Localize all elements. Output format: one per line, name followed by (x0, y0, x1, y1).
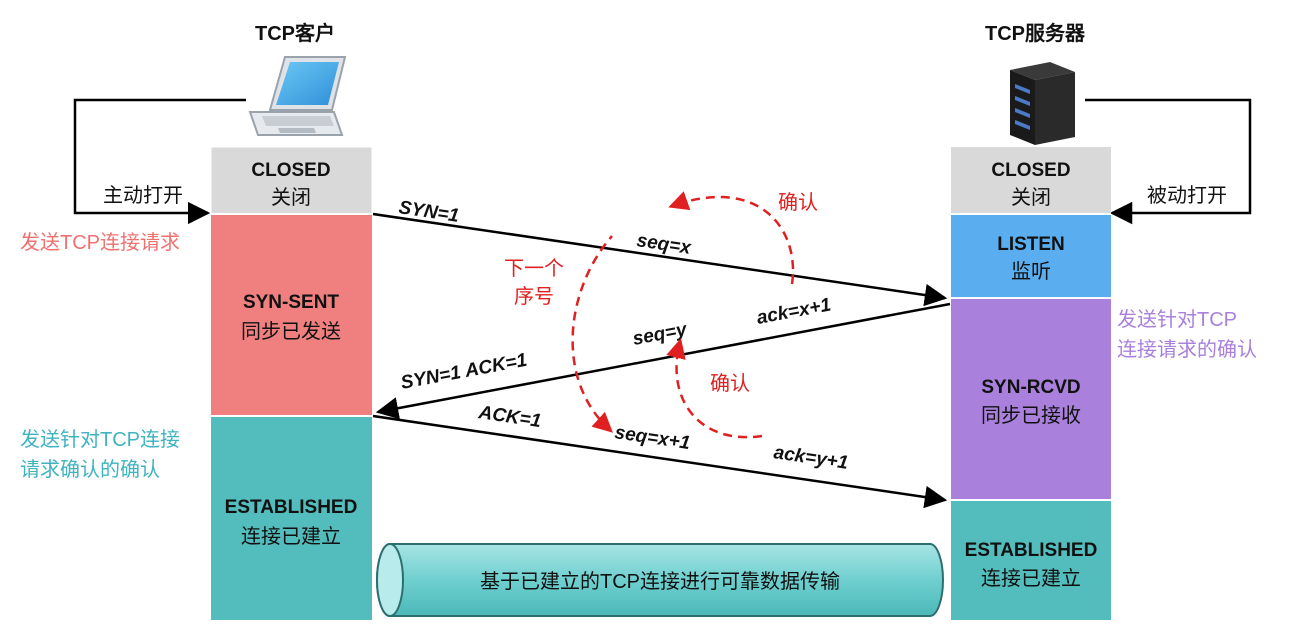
client-established-name: ESTABLISHED (225, 497, 358, 518)
confirm-label-top: 确认 (778, 191, 818, 214)
passive-open-label: 被动打开 (1147, 184, 1227, 207)
client-title: TCP客户 (255, 21, 335, 45)
client-state-syn-sent (211, 214, 372, 416)
syn-arrow (372, 212, 948, 307)
client-established-label: 连接已建立 (241, 525, 341, 548)
client-state-established (211, 416, 372, 620)
server-established-label: 连接已建立 (981, 567, 1081, 590)
server-state-established (951, 500, 1111, 620)
next-seq-label-line2: 序号 (514, 285, 554, 308)
client-synsent-name: SYN-SENT (243, 292, 339, 313)
server-icon (1010, 62, 1075, 145)
msg2-seq: seq=y (631, 319, 690, 350)
server-state-column (951, 147, 1111, 620)
client-closed-label: 关闭 (271, 186, 311, 209)
active-open-arrow (73, 98, 246, 225)
client-note-send-ack-line1: 发送针对TCP连接 (20, 428, 180, 451)
server-synrcvd-label: 同步已接收 (981, 404, 1081, 427)
msg2-ack: ack=x+1 (755, 294, 833, 328)
server-state-closed (951, 147, 1111, 214)
server-closed-label: 关闭 (1011, 186, 1051, 209)
server-state-syn-rcvd (951, 298, 1111, 500)
syn-ack-arrow (375, 302, 951, 420)
server-note-line2: 连接请求的确认 (1117, 338, 1257, 361)
next-seq-arrow (571, 235, 613, 433)
confirm-arrow-mid (666, 338, 763, 439)
server-closed-name: CLOSED (991, 160, 1070, 181)
server-state-listen (951, 214, 1111, 298)
confirm-label-mid: 确认 (710, 372, 750, 395)
server-established-name: ESTABLISHED (965, 540, 1098, 561)
client-state-closed (210, 146, 373, 215)
server-title: TCP服务器 (985, 21, 1086, 45)
server-listen-name: LISTEN (997, 234, 1065, 255)
data-transfer-pipe (376, 543, 944, 617)
client-synsent-label: 同步已发送 (241, 320, 341, 343)
ack-arrow (372, 414, 948, 509)
pipe-label: 基于已建立的TCP连接进行可靠数据传输 (480, 570, 840, 593)
msg3-seq: seq=x+1 (613, 422, 691, 454)
client-state-column (210, 146, 373, 620)
passive-open-arrow (1085, 98, 1252, 225)
msg1-flags: SYN=1 (397, 197, 460, 227)
server-synrcvd-name: SYN-RCVD (981, 377, 1080, 398)
client-note-send-request: 发送TCP连接请求 (20, 231, 180, 254)
server-listen-label: 监听 (1011, 260, 1051, 283)
client-note-send-ack-line2: 请求确认的确认 (20, 458, 160, 481)
server-note-line1: 发送针对TCP (1117, 308, 1237, 331)
client-closed-name: CLOSED (251, 160, 330, 181)
confirm-arrow-top (668, 191, 795, 285)
msg3-ack: ack=y+1 (772, 442, 849, 474)
active-open-label: 主动打开 (103, 184, 183, 207)
next-seq-label-line1: 下一个 (504, 257, 564, 280)
laptop-icon (248, 56, 347, 136)
msg3-flags: ACK=1 (476, 402, 542, 432)
